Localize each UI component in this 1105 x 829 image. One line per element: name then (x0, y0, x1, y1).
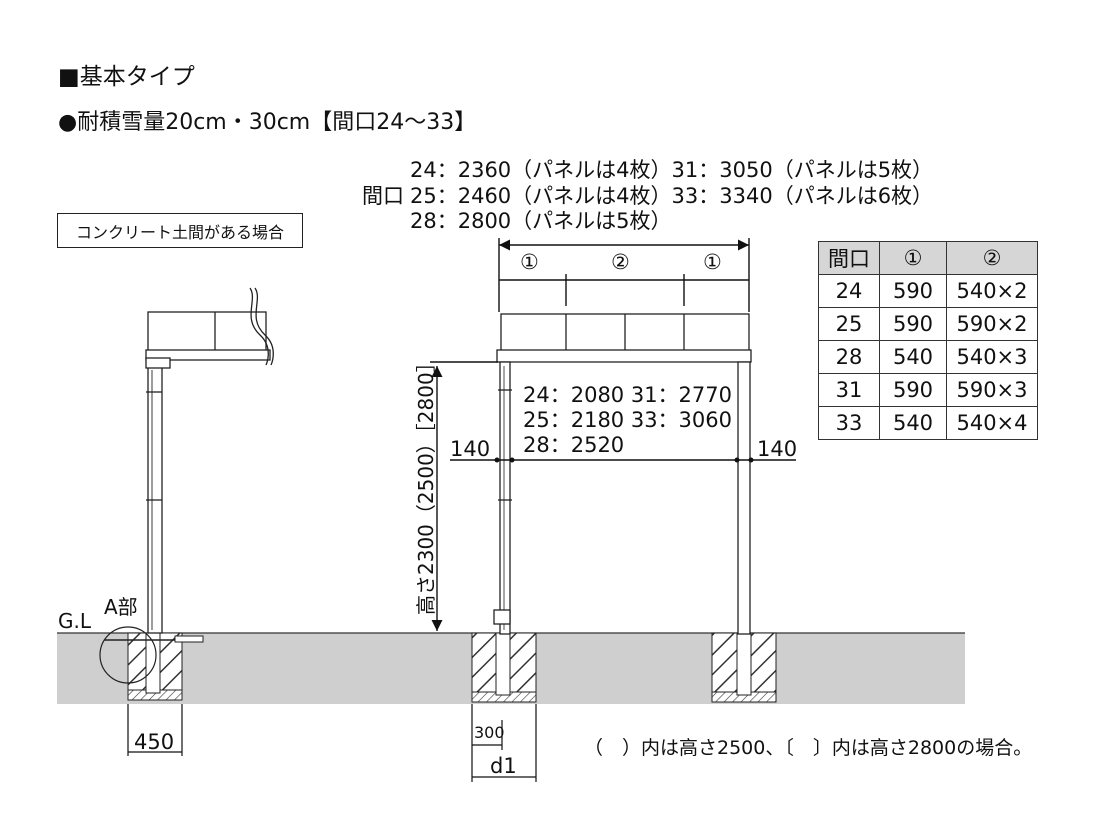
table-cell: 590×3 (946, 373, 1038, 407)
table-row: 33 540 540×4 (818, 406, 1038, 440)
note-text: （ ）内は高さ2500、〔 〕内は高さ2800の場合。 (584, 737, 1033, 759)
segment-label-2: ② (611, 250, 630, 274)
concrete-floor-label: コンクリート土間がある場合 (57, 213, 303, 248)
footing-width-label: 300 (474, 723, 505, 742)
frontage-line-1: 24：2360（パネルは4枚）31：3050（パネルは5枚） (410, 158, 934, 182)
width-450-label: 450 (134, 730, 175, 754)
table-header: ① (879, 241, 947, 275)
page-title: ■基本タイプ (58, 64, 195, 90)
table-cell: 540×2 (946, 274, 1038, 308)
table-cell: 540 (879, 406, 947, 440)
center-footing (471, 632, 537, 703)
front-frame (493, 313, 752, 635)
page-subtitle: ●耐積雪量20cm・30cm【間口24～33】 (58, 110, 477, 135)
table-cell: 31 (818, 373, 880, 407)
segment-label-1: ① (520, 250, 539, 274)
frontage-line-3: 28：2800（パネルは5枚） (410, 209, 672, 233)
height-label: 高さ2300（2500）［2800］ (414, 352, 438, 615)
size-table: 間口 ① ② 24 590 540×2 25 590 590×2 28 540 … (818, 241, 1038, 440)
height-dimension (430, 361, 498, 631)
table-cell: 33 (818, 406, 880, 440)
table-cell: 590 (879, 373, 947, 407)
inner-dim-line-1: 24：2080 31：2770 (523, 383, 733, 407)
table-cell: 590×2 (946, 307, 1038, 341)
table-cell: 540 (879, 340, 947, 374)
a-part-circle (99, 626, 157, 684)
left-footing (127, 632, 183, 701)
width-450-dimension (127, 704, 183, 756)
table-cell: 28 (818, 340, 880, 374)
frontage-label: 間口 (362, 184, 404, 208)
left-side-frame (145, 287, 274, 634)
table-row: 25 590 590×2 (818, 307, 1038, 341)
table-cell: 25 (818, 307, 880, 341)
right-footing (711, 632, 777, 703)
left-offset-label: 140 (450, 437, 491, 461)
segment-label-3: ① (703, 250, 722, 274)
frontage-line-2: 25：2460（パネルは4枚）33：3340（パネルは6枚） (410, 184, 934, 208)
footing-depth-label: d1 (490, 754, 517, 778)
table-cell: 540×3 (946, 340, 1038, 374)
right-offset-label: 140 (757, 437, 798, 461)
table-row: 28 540 540×3 (818, 340, 1038, 374)
a-part-label: A部 (104, 595, 138, 619)
gl-label: G.L (58, 609, 91, 633)
table-header: 間口 (818, 241, 880, 275)
table-cell: 24 (818, 274, 880, 308)
table-header-row: 間口 ① ② (818, 241, 1038, 275)
table-cell: 540×4 (946, 406, 1038, 440)
table-row: 31 590 590×3 (818, 373, 1038, 407)
table-cell: 590 (879, 307, 947, 341)
inner-dim-line-2: 25：2180 33：3060 (523, 408, 733, 432)
frontage-dimension (498, 238, 750, 312)
table-row: 24 590 540×2 (818, 274, 1038, 308)
inner-dim-line-3: 28：2520 (523, 433, 625, 457)
table-header: ② (946, 241, 1038, 275)
footing-dimension (471, 704, 537, 782)
table-cell: 590 (879, 274, 947, 308)
